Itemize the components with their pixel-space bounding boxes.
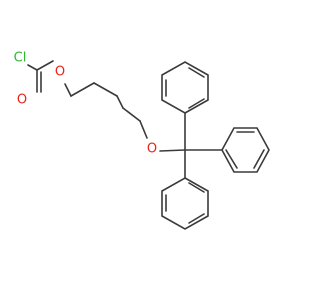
bond-c3-c4	[116, 95, 124, 109]
bond-cl-c	[27, 64, 38, 71]
structure-svg: Cl O O O	[14, 51, 270, 230]
bond-oether-cq	[159, 149, 186, 152]
bond-c5-oether	[139, 120, 148, 139]
bond-c4-c5	[122, 107, 141, 122]
phenyl-ring-right	[221, 127, 270, 173]
bond-oester-c1	[64, 83, 72, 97]
atom-chlorine-label: Cl	[14, 51, 27, 66]
bond-c1-c2	[70, 82, 95, 97]
bond-c2-c3	[93, 82, 118, 97]
atom-carbonyl-oxygen-label: O	[17, 93, 27, 108]
atom-ester-oxygen-label: O	[55, 65, 65, 80]
atom-ether-oxygen-label: O	[147, 142, 157, 157]
molecule-diagram: Cl O O O	[14, 51, 270, 230]
bond-c-oester	[36, 60, 54, 71]
phenyl-ring-bottom	[161, 177, 209, 230]
phenyl-ring-top	[161, 61, 209, 114]
